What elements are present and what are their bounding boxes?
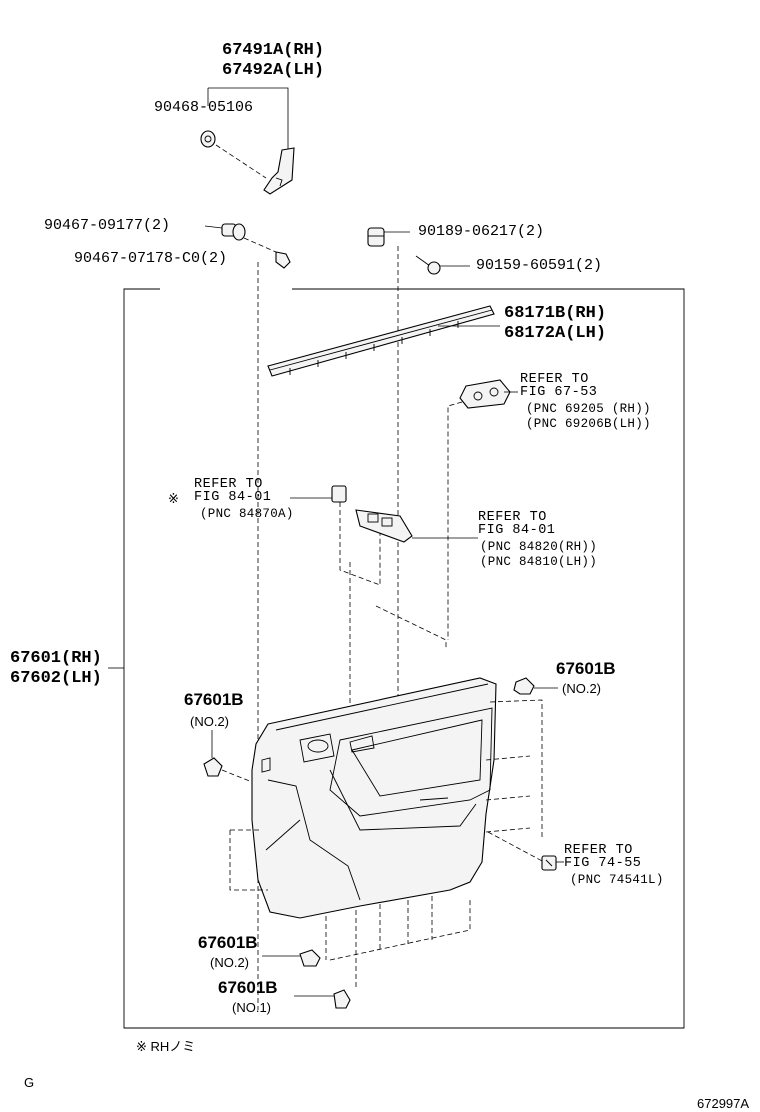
part-number-90467-07178: 90467-07178-C0(2): [74, 250, 228, 267]
pnc-84820: (PNC 84820(RH)): [480, 540, 598, 554]
part-number-90468: 90468-05106: [154, 99, 254, 116]
door-panel-icon: [251, 677, 497, 919]
part-number-67602: 67602(LH): [10, 669, 102, 688]
part-number-68171b: 68171B(RH): [504, 304, 607, 323]
refer-fig-67-53[interactable]: FIG 67-53: [520, 385, 598, 400]
corner-cover-part: [263, 147, 295, 195]
window-switch-icon: [355, 509, 413, 543]
refer-to-label-1: REFER TO: [520, 372, 589, 387]
screw-icon-2: [275, 251, 291, 269]
clip-label-c: 67601B: [198, 933, 258, 952]
weatherstrip-icon: [267, 305, 495, 377]
refer-to-label-2: REFER TO: [194, 477, 263, 492]
group-frame: [123, 288, 685, 1029]
refer-fig-84-01-a[interactable]: FIG 84-01: [194, 490, 272, 505]
clip-label-b: 67601B: [184, 690, 244, 709]
part-number-90189: 90189-06217(2): [418, 223, 545, 240]
footnote-rh-only: ※ RHノミ: [136, 1039, 196, 1054]
part-number-90159: 90159-60591(2): [476, 257, 603, 274]
rh-only-mark: ※: [168, 491, 179, 506]
clip-icon-a: [513, 677, 535, 695]
part-number-90467-09177: 90467-09177(2): [44, 217, 171, 234]
pnc-69205: (PNC 69205 (RH)): [526, 402, 651, 416]
clip-no-d: (NO.1): [232, 1000, 271, 1015]
part-number-68172a: 68172A(LH): [504, 324, 607, 343]
bracket-icon: [541, 855, 557, 871]
illustration-id: 672997A: [697, 1096, 750, 1111]
bracket-leader: [208, 87, 289, 150]
pnc-69206b: (PNC 69206B(LH)): [526, 417, 651, 431]
part-number-67492a: 67492A(LH): [222, 61, 325, 80]
refer-fig-84-01-b[interactable]: FIG 84-01: [478, 523, 556, 538]
switch-icon: [331, 485, 347, 503]
corner-letter: G: [24, 1075, 35, 1090]
refer-to-label-4: REFER TO: [564, 843, 633, 858]
pnc-84870a: (PNC 84870A): [200, 507, 294, 521]
bolt-icon: [200, 130, 216, 148]
part-number-67601: 67601(RH): [10, 649, 102, 668]
clip-icon-d: [333, 989, 351, 1009]
screw-icon: [221, 223, 246, 241]
clip-no-a: (NO.2): [562, 681, 601, 696]
pnc-84810: (PNC 84810(LH)): [480, 555, 598, 569]
clip-no-c: (NO.2): [210, 955, 249, 970]
screw-icon-3: [415, 255, 441, 275]
clip-label-a: 67601B: [556, 659, 616, 678]
clip-icon-c: [299, 949, 321, 967]
refer-to-label-3: REFER TO: [478, 510, 547, 525]
refer-fig-74-55[interactable]: FIG 74-55: [564, 856, 642, 871]
clip-icon-b: [203, 757, 223, 777]
clip-no-b: (NO.2): [190, 714, 229, 729]
clip-label-d: 67601B: [218, 978, 278, 997]
part-number-67491a: 67491A(RH): [222, 41, 325, 60]
clip-icon: [367, 227, 385, 247]
handle-icon: [459, 379, 511, 409]
pnc-74541l: (PNC 74541L): [570, 873, 664, 887]
